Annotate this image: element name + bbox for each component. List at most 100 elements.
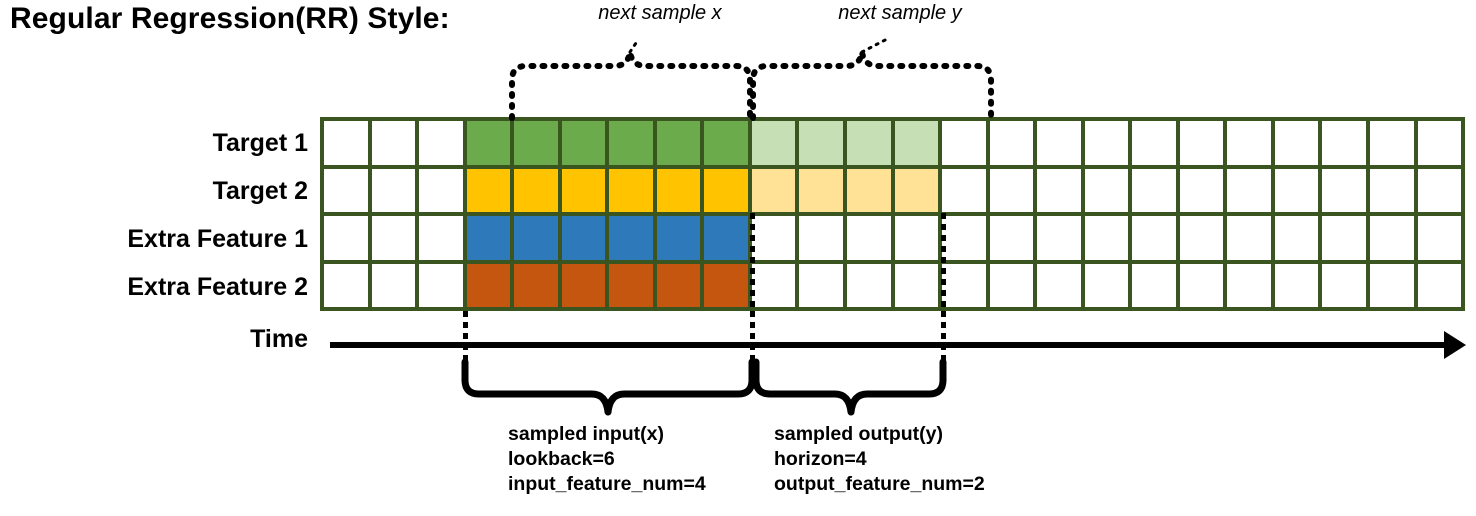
grid-cell (704, 263, 748, 307)
grid-cell (324, 121, 368, 165)
grid-cell (1037, 168, 1081, 212)
grid-cell (609, 121, 653, 165)
grid-cell (1417, 216, 1462, 260)
grid-cell (1322, 168, 1367, 212)
brace-next-sample-x (509, 51, 753, 121)
time-axis-label: Time (250, 325, 308, 353)
grid-cell (1037, 216, 1081, 260)
grid-cell (1274, 168, 1319, 212)
grid-cell (419, 121, 463, 165)
grid-cell (894, 168, 939, 212)
grid-cell (561, 263, 606, 307)
grid-cell (656, 168, 701, 212)
grid-cell (419, 168, 463, 212)
grid-cell (514, 263, 558, 307)
grid-cell (561, 168, 606, 212)
grid-cell (656, 121, 701, 165)
grid-cell (1132, 168, 1176, 212)
grid-cell (1227, 216, 1271, 260)
annotation-output-line-2: horizon=4 (774, 448, 867, 470)
grid-cell (1322, 263, 1367, 307)
annotation-output-line-1: sampled output(y) (774, 423, 943, 445)
grid-cell (1084, 216, 1129, 260)
grid-cell (371, 121, 416, 165)
grid-cell (894, 216, 939, 260)
grid-cell (1274, 216, 1319, 260)
brace-y-tick (860, 36, 891, 54)
grid-cell (1084, 168, 1129, 212)
row-label-extra-feature-2: Extra Feature 2 (127, 273, 308, 301)
grid-cell (1370, 121, 1414, 165)
annotation-input-line-2: lookback=6 (508, 448, 615, 470)
grid-cell (1370, 168, 1414, 212)
grid-cell (942, 216, 986, 260)
grid-cell (1037, 263, 1081, 307)
brace-sampled-input (461, 358, 756, 416)
grid-cell (1227, 263, 1271, 307)
grid-cell (942, 168, 986, 212)
next-sample-y-label: next sample y (838, 2, 962, 24)
grid-cell (1370, 216, 1414, 260)
grid-cell (1274, 263, 1319, 307)
grid-cell (324, 216, 368, 260)
grid-row (324, 121, 1462, 165)
annotation-sampled-input: sampled input(x) lookback=6 input_featur… (508, 422, 706, 497)
grid-cell (1179, 263, 1224, 307)
grid-cell (371, 168, 416, 212)
grid-cell (371, 216, 416, 260)
grid-cell (371, 263, 416, 307)
timeseries-grid (320, 117, 1465, 311)
grid-cell (514, 121, 558, 165)
grid-cell (656, 216, 701, 260)
grid-cell (466, 121, 511, 165)
grid-cell (799, 121, 844, 165)
grid-cell (419, 263, 463, 307)
annotation-input-line-1: sampled input(x) (508, 423, 665, 445)
page-title: Regular Regression(RR) Style: (10, 2, 450, 35)
grid-cell (704, 216, 748, 260)
grid-cell (989, 263, 1034, 307)
grid-cell (1274, 121, 1319, 165)
grid-cell (1227, 168, 1271, 212)
grid-cell (1179, 168, 1224, 212)
row-label-extra-feature-1: Extra Feature 1 (127, 225, 308, 253)
grid-cell (609, 216, 653, 260)
grid-cell (894, 121, 939, 165)
grid-cell (1227, 121, 1271, 165)
grid-cell (1132, 263, 1176, 307)
grid-cell (1084, 263, 1129, 307)
grid-cell (1132, 216, 1176, 260)
grid-cell (989, 216, 1034, 260)
grid-cell (847, 263, 891, 307)
grid-cell (1037, 121, 1081, 165)
grid-cell (1132, 121, 1176, 165)
next-sample-x-label: next sample x (598, 2, 722, 24)
grid-cell (894, 263, 939, 307)
row-label-target-2: Target 2 (212, 177, 308, 205)
time-axis-arrow-icon (1444, 331, 1466, 359)
brace-x-tick (628, 38, 640, 54)
grid-cell (324, 263, 368, 307)
grid-cell (799, 216, 844, 260)
grid-cell (656, 263, 701, 307)
grid-cell (1322, 121, 1367, 165)
grid-cell (324, 168, 368, 212)
grid-row (324, 168, 1462, 212)
annotation-sampled-output: sampled output(y) horizon=4 output_featu… (774, 422, 985, 497)
guide-line-output-block-edge (941, 213, 946, 311)
grid-cell (799, 168, 844, 212)
grid-cell (989, 121, 1034, 165)
grid-cell (847, 168, 891, 212)
guide-line-input-end (750, 311, 755, 371)
brace-sampled-output (752, 358, 947, 416)
grid-cell (419, 216, 463, 260)
grid-row (324, 263, 1462, 307)
grid-cell (704, 121, 748, 165)
grid-cell (989, 168, 1034, 212)
grid-cell (514, 216, 558, 260)
grid-cell (942, 263, 986, 307)
grid-cell (704, 168, 748, 212)
grid-cell (751, 216, 796, 260)
grid-cell (942, 121, 986, 165)
time-axis-line (330, 342, 1450, 348)
